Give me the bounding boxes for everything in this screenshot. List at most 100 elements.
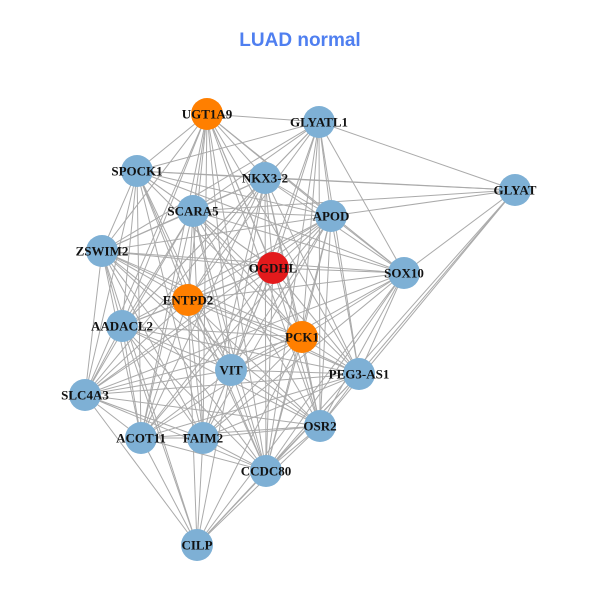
edge-ENTPD2-FAIM2: [187, 299, 204, 439]
edge-NKX3-2-SLC4A3: [84, 177, 266, 396]
node-scara5[interactable]: SCARA5: [167, 195, 219, 227]
node-circle[interactable]: [250, 455, 282, 487]
node-circle[interactable]: [106, 310, 138, 342]
edge-ENTPD2-CCDC80: [187, 299, 267, 472]
edge-GLYATL1-SOX10: [318, 121, 405, 274]
edge-GLYATL1-GLYAT: [318, 121, 516, 191]
node-circle[interactable]: [125, 422, 157, 454]
edge-NKX3-2-PEG3-AS1: [264, 177, 360, 375]
edge-GLYAT-APOD: [330, 189, 516, 217]
edge-ZSWIM2-PEG3-AS1: [101, 250, 360, 375]
node-acot11[interactable]: ACOT11: [116, 422, 166, 454]
node-circle[interactable]: [303, 106, 335, 138]
node-circle[interactable]: [304, 410, 336, 442]
edge-AADACL2-PEG3-AS1: [121, 325, 360, 375]
edge-NKX3-2-GLYAT: [264, 177, 516, 191]
node-peg3-as1[interactable]: PEG3-AS1: [329, 358, 390, 390]
edge-UGT1A9-GLYATL1: [206, 113, 320, 123]
edge-NKX3-2-ACOT11: [140, 177, 266, 439]
edge-OGDHL-SOX10: [272, 267, 405, 274]
node-vit[interactable]: VIT: [215, 354, 247, 386]
node-entpd2[interactable]: ENTPD2: [163, 284, 214, 316]
node-nkx3-2[interactable]: NKX3-2: [242, 162, 288, 194]
edge-ACOT11-CILP: [140, 437, 198, 546]
edge-ZSWIM2-OSR2: [101, 250, 321, 427]
node-aadacl2[interactable]: AADACL2: [91, 310, 153, 342]
node-glyat[interactable]: GLYAT: [494, 174, 537, 206]
node-label: SLC4A3: [61, 388, 109, 403]
node-osr2[interactable]: OSR2: [303, 410, 337, 442]
node-glyatl1[interactable]: GLYATL1: [290, 106, 348, 138]
edge-SPOCK1-ACOT11: [136, 170, 142, 439]
edge-NKX3-2-ENTPD2: [187, 177, 266, 301]
edge-VIT-SLC4A3: [84, 369, 232, 396]
node-circle[interactable]: [499, 174, 531, 206]
node-cilp[interactable]: CILP: [181, 529, 213, 561]
edge-SOX10-PEG3-AS1: [358, 272, 405, 375]
node-label: GLYAT: [494, 183, 537, 198]
edge-OSR2-CILP: [196, 425, 321, 546]
node-faim2[interactable]: FAIM2: [183, 422, 223, 454]
node-label: APOD: [313, 209, 350, 224]
edge-ENTPD2-OSR2: [187, 299, 321, 427]
node-circle[interactable]: [86, 235, 118, 267]
edge-AADACL2-PCK1: [121, 325, 303, 338]
node-label: OGDHL: [249, 261, 298, 276]
edge-CCDC80-CILP: [196, 470, 267, 546]
edge-SOX10-PCK1: [301, 272, 405, 338]
edge-APOD-ENTPD2: [187, 215, 332, 301]
node-circle[interactable]: [388, 257, 420, 289]
edge-OSR2-FAIM2: [202, 425, 321, 439]
node-label: UGT1A9: [182, 107, 233, 122]
node-sox10[interactable]: SOX10: [384, 257, 424, 289]
node-circle[interactable]: [187, 422, 219, 454]
node-apod[interactable]: APOD: [313, 200, 350, 232]
edge-SCARA5-OSR2: [192, 210, 321, 427]
edge-SPOCK1-AADACL2: [121, 170, 138, 327]
edge-UGT1A9-SOX10: [206, 113, 405, 274]
node-circle[interactable]: [69, 379, 101, 411]
node-slc4a3[interactable]: SLC4A3: [61, 379, 109, 411]
node-circle[interactable]: [215, 354, 247, 386]
edge-UGT1A9-SCARA5: [192, 113, 208, 212]
edge-VIT-PEG3-AS1: [230, 369, 360, 375]
edge-SOX10-CILP: [196, 272, 405, 546]
edge-SPOCK1-PCK1: [136, 170, 303, 338]
edge-ZSWIM2-FAIM2: [101, 250, 204, 439]
node-circle[interactable]: [257, 252, 289, 284]
node-label: ACOT11: [116, 431, 166, 446]
node-circle[interactable]: [121, 155, 153, 187]
node-circle[interactable]: [286, 321, 318, 353]
edge-SOX10-OSR2: [319, 272, 405, 427]
edge-APOD-ZSWIM2: [101, 215, 332, 252]
edge-UGT1A9-FAIM2: [202, 113, 208, 439]
node-circle[interactable]: [191, 98, 223, 130]
edge-SPOCK1-APOD: [136, 170, 332, 217]
edge-PEG3-AS1-FAIM2: [202, 373, 360, 439]
edge-OSR2-ACOT11: [140, 425, 321, 439]
edge-PEG3-AS1-SLC4A3: [84, 373, 360, 396]
edge-SCARA5-SOX10: [192, 210, 405, 274]
node-circle[interactable]: [249, 162, 281, 194]
node-circle[interactable]: [177, 195, 209, 227]
node-circle[interactable]: [172, 284, 204, 316]
node-circle[interactable]: [181, 529, 213, 561]
node-label: CCDC80: [241, 464, 292, 479]
node-label: OSR2: [303, 419, 336, 434]
node-ogdhl[interactable]: OGDHL: [249, 252, 298, 284]
edge-NKX3-2-OSR2: [264, 177, 321, 427]
edge-ZSWIM2-ACOT11: [101, 250, 142, 439]
node-zswim2[interactable]: ZSWIM2: [76, 235, 129, 267]
edge-SCARA5-PCK1: [192, 210, 303, 338]
node-label: GLYATL1: [290, 115, 348, 130]
edge-UGT1A9-ZSWIM2: [101, 113, 208, 252]
node-pck1[interactable]: PCK1: [285, 321, 319, 353]
edge-AADACL2-CILP: [121, 325, 198, 546]
edge-GLYAT-SOX10: [403, 189, 516, 274]
node-ugt1a9[interactable]: UGT1A9: [182, 98, 233, 130]
node-circle[interactable]: [343, 358, 375, 390]
node-spock1[interactable]: SPOCK1: [111, 155, 163, 187]
node-circle[interactable]: [315, 200, 347, 232]
node-ccdc80[interactable]: CCDC80: [241, 455, 292, 487]
